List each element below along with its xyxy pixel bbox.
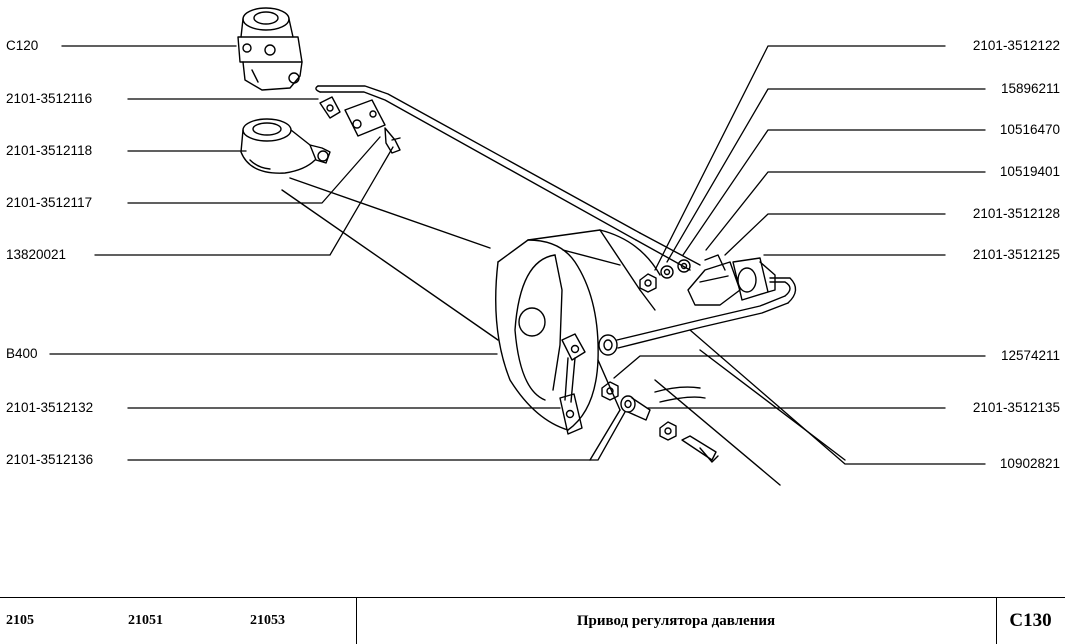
model-2105: 2105 [6, 613, 34, 628]
label-2101-3512135: 2101-3512135 [972, 400, 1060, 415]
label-10516470: 10516470 [999, 122, 1060, 137]
label-2101-3512122: 2101-3512122 [972, 38, 1060, 53]
regulator-bracket [240, 118, 331, 174]
label-2101-3512117: 2101-3512117 [6, 195, 93, 210]
divider [356, 598, 357, 644]
label-2101-3512128: 2101-3512128 [972, 206, 1060, 221]
leader-lines-right [613, 45, 986, 465]
torsion-rod [315, 85, 701, 271]
label-15896211: 15896211 [1000, 81, 1060, 96]
lower-fasteners [601, 381, 719, 463]
label-2101-3512118: 2101-3512118 [6, 143, 93, 158]
label-2101-3512116: 2101-3512116 [6, 91, 93, 106]
label-13820021: 13820021 [6, 247, 67, 262]
clamp-bushing [687, 254, 776, 306]
label-10902821: 10902821 [999, 456, 1060, 471]
label-12574211: 12574211 [1000, 348, 1060, 363]
label-2101-3512136: 2101-3512136 [6, 452, 94, 467]
rear-axle-housing [281, 177, 846, 486]
label-c120: C120 [6, 38, 39, 53]
title-block: 2105 21051 21053 Привод регулятора давле… [0, 597, 1065, 644]
page-title: Привод регулятора давления [576, 613, 776, 629]
nuts-washers-upper [639, 259, 691, 293]
label-2101-3512132: 2101-3512132 [6, 400, 94, 415]
model-21053: 21053 [250, 613, 285, 628]
divider [996, 598, 997, 644]
lever-plate [319, 96, 401, 154]
model-21051: 21051 [128, 613, 163, 628]
link-rod [598, 277, 797, 356]
leader-lines-left [49, 45, 626, 461]
label-b400: B400 [6, 346, 38, 361]
page-code: C130 [1009, 610, 1052, 631]
lever-link [559, 333, 586, 435]
label-10519401: 10519401 [999, 164, 1060, 179]
label-2101-3512125: 2101-3512125 [972, 247, 1060, 262]
pressure-regulator-valve [237, 7, 303, 91]
